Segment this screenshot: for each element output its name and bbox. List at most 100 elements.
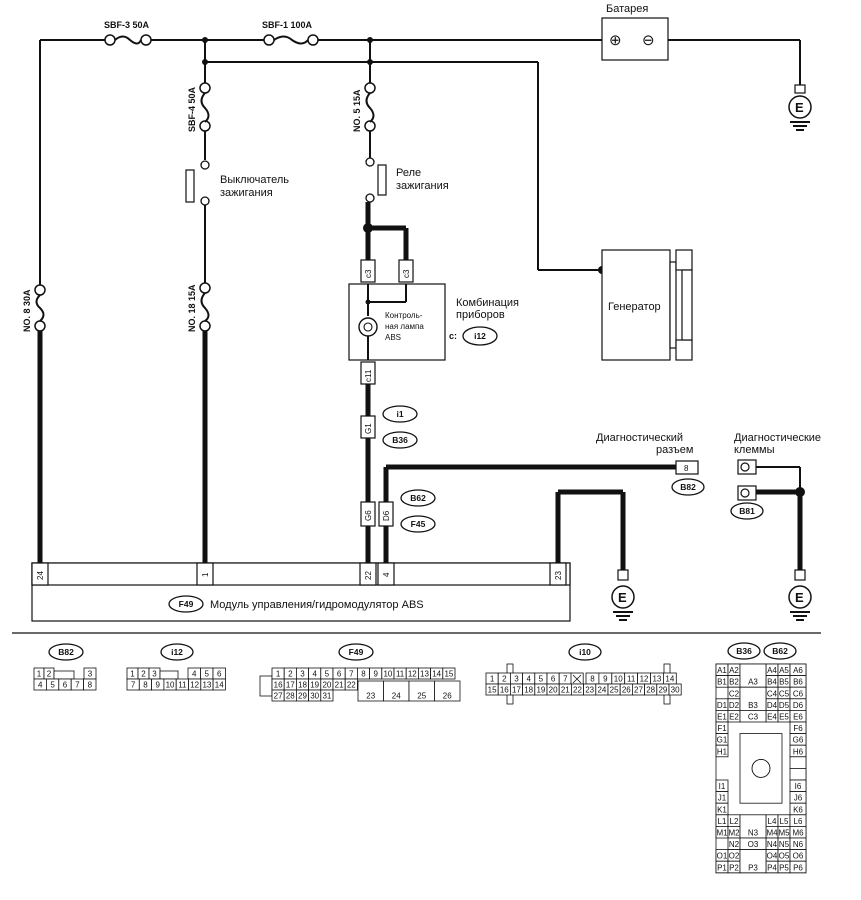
fuse-sbf4-label: SBF-4 50A bbox=[187, 86, 197, 132]
i10-pin-27-label: 27 bbox=[634, 686, 643, 695]
f49-pin-3-label: 3 bbox=[300, 670, 305, 679]
b36b62-pin-D4-label: D4 bbox=[767, 701, 778, 710]
b36b62-pin-D5-label: D5 bbox=[779, 701, 790, 710]
i10-pin-21-label: 21 bbox=[561, 686, 570, 695]
b36b62-pin-L4-label: L4 bbox=[768, 817, 777, 826]
pin-g6: G6 bbox=[364, 510, 373, 521]
i10-pin-15-label: 15 bbox=[488, 686, 497, 695]
battery-label: Батарея bbox=[606, 3, 648, 15]
i12-pin-4-label: 4 bbox=[192, 670, 197, 679]
f49-pin-29-label: 29 bbox=[298, 692, 307, 701]
b36b62-pin-J1-label: J1 bbox=[718, 794, 727, 803]
b36b62-pin-A4-label: A4 bbox=[767, 666, 777, 675]
b36b62-pin-I6-label: I6 bbox=[795, 782, 802, 791]
f49-pin-9-label: 9 bbox=[373, 670, 378, 679]
b36b62-pin-A5-label: A5 bbox=[779, 666, 789, 675]
pinout-i10-title: i10 bbox=[579, 647, 591, 657]
connector-f49-label: F49 bbox=[179, 599, 194, 609]
i12-pin-14-label: 14 bbox=[215, 681, 224, 690]
i10-pin-24-label: 24 bbox=[597, 686, 606, 695]
b82-pin-8-label: 8 bbox=[88, 681, 93, 690]
f49-pin-26-label: 26 bbox=[443, 692, 452, 701]
b36b62-pin-O4-label: O4 bbox=[767, 852, 778, 861]
abs-lamp-label-1: Контроль- bbox=[385, 311, 423, 320]
diag-terminals-label-1: Диагностические bbox=[734, 432, 821, 444]
f49-pin-6-label: 6 bbox=[337, 670, 342, 679]
b36b62-pin-P3-label: P3 bbox=[748, 863, 758, 872]
b82-pin-6-label: 6 bbox=[63, 681, 68, 690]
b36b62-pin-A3-label: A3 bbox=[748, 678, 758, 687]
b36b62-pin-M5-label: M5 bbox=[778, 829, 790, 838]
i10-pin-25-label: 25 bbox=[610, 686, 619, 695]
f49-pin-22-label: 22 bbox=[347, 681, 356, 690]
b36b62-pin-F6-label: F6 bbox=[793, 724, 803, 733]
b36b62-pin-C3-label: C3 bbox=[748, 713, 759, 722]
pinout-i10-badge bbox=[568, 643, 602, 661]
i10-pin-20-label: 20 bbox=[549, 686, 558, 695]
fuse-sbf4: SBF-4 50A bbox=[187, 82, 211, 160]
b36b62-pin-A2-label: A2 bbox=[729, 666, 739, 675]
diag-terminals-label-2: клеммы bbox=[734, 444, 775, 456]
f49-key-cell bbox=[259, 675, 273, 697]
i10-pin-26-label: 26 bbox=[622, 686, 631, 695]
i10-pin-28-label: 28 bbox=[646, 686, 655, 695]
f49-pin-27-label: 27 bbox=[274, 692, 283, 701]
module-pin-23: 23 bbox=[554, 571, 563, 580]
i10-pin-11-label: 11 bbox=[627, 675, 636, 684]
connector-i1-badge bbox=[382, 405, 418, 423]
f49-pin-21-label: 21 bbox=[335, 681, 344, 690]
b36b62-pin-blank-cell bbox=[789, 768, 807, 781]
f49-pin-23-label: 23 bbox=[366, 692, 375, 701]
fuse-no5-label: NO. 5 15A bbox=[352, 89, 362, 132]
b36b62-pin-P3-cell bbox=[739, 849, 767, 874]
pin-g1: G1 bbox=[364, 423, 373, 434]
b36b62-pin-A1-label: A1 bbox=[717, 666, 727, 675]
b82-pin-4-label: 4 bbox=[38, 681, 43, 690]
b36b62-pin-E1-label: E1 bbox=[717, 713, 727, 722]
b36b62-pin-B3-label: B3 bbox=[748, 701, 758, 710]
b36b62-pin-O6-label: O6 bbox=[793, 852, 804, 861]
b82-pin-1-label: 1 bbox=[37, 670, 42, 679]
fuse-no18: NO. 18 15A bbox=[187, 282, 211, 563]
fuse-no18-label: NO. 18 15A bbox=[187, 284, 197, 332]
i12-key-cell bbox=[159, 670, 179, 680]
pinout-b36-title: B36 bbox=[736, 646, 752, 656]
f49-pin-22-cell bbox=[344, 678, 358, 691]
i12-pin-14-cell bbox=[212, 678, 226, 691]
module-ground-circuit: E bbox=[555, 489, 635, 621]
b36b62-pin-I1-label: I1 bbox=[719, 782, 726, 791]
pinout-b36-badge bbox=[727, 642, 761, 660]
ignition-switch: Выключатель зажигания bbox=[185, 160, 289, 284]
i10-pin-7-label: 7 bbox=[563, 675, 568, 684]
pinout-f49-title: F49 bbox=[349, 647, 364, 657]
connector-i12-badge bbox=[462, 326, 498, 346]
i10-pin-13-label: 13 bbox=[652, 675, 661, 684]
b36b62-pin-F1-label: F1 bbox=[717, 724, 727, 733]
i10-pin-30-label: 30 bbox=[671, 686, 680, 695]
b36b62-pin-E5-label: E5 bbox=[779, 713, 789, 722]
b36b62-pin-A6-label: A6 bbox=[793, 666, 803, 675]
ground-battery-icon: E bbox=[795, 100, 804, 115]
ignition-switch-label-2: зажигания bbox=[220, 187, 273, 199]
b36b62-pin-L6-label: L6 bbox=[794, 817, 803, 826]
pin-c11: c11 bbox=[364, 369, 373, 382]
pinout-i12-badge bbox=[160, 643, 194, 661]
connector-f45-badge bbox=[400, 515, 436, 533]
b36b62-pin-P6-cell bbox=[789, 860, 807, 874]
b36b62-pin-G1-label: G1 bbox=[717, 736, 728, 745]
b36b62-pin-P4-label: P4 bbox=[767, 863, 777, 872]
b36b62-pin-O3-label: O3 bbox=[748, 840, 759, 849]
b36b62-pin-H6-label: H6 bbox=[793, 747, 804, 756]
i10-pin-19-label: 19 bbox=[536, 686, 545, 695]
i10-pin-2-label: 2 bbox=[502, 675, 507, 684]
b36b62-pin-N2-label: N2 bbox=[729, 840, 740, 849]
b36b62-pin-P5-label: P5 bbox=[779, 863, 789, 872]
i12-pin-12-label: 12 bbox=[190, 681, 199, 690]
pin-c3-b: c3 bbox=[402, 269, 411, 278]
fuse-sbf3: SBF-3 50A bbox=[104, 20, 152, 46]
connector-i12-label: i12 bbox=[474, 331, 486, 341]
abs-module: 24 1 22 4 23 F49 Модуль управления/гидро… bbox=[31, 562, 571, 622]
fuse-sbf1: SBF-1 100A bbox=[262, 20, 319, 46]
battery-plus-icon: ⊕ bbox=[609, 32, 622, 49]
b36b62-pin-O5-label: O5 bbox=[779, 852, 790, 861]
